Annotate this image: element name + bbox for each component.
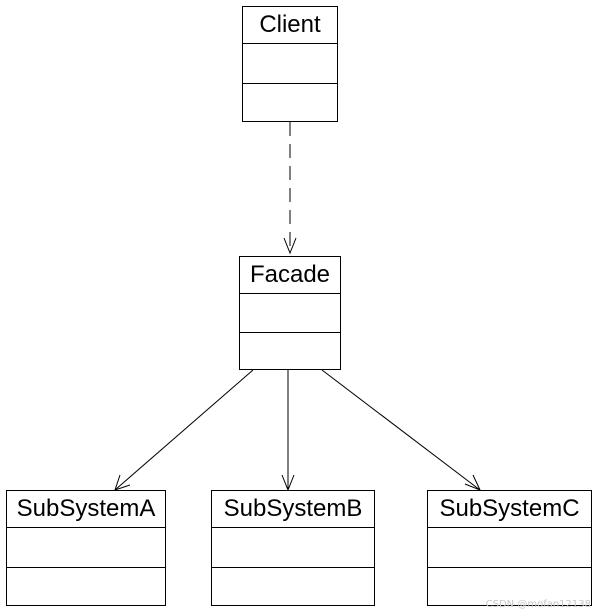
class-facade-attributes [240, 294, 340, 333]
class-subsystem-b-attributes [212, 528, 374, 568]
class-subsystem-a-name: SubSystemA [7, 491, 165, 528]
class-subsystem-b[interactable]: SubSystemB [211, 490, 375, 606]
class-subsystem-a-attributes [7, 528, 165, 568]
association-facade-subsystem-c [321, 369, 481, 491]
class-client[interactable]: Client [242, 6, 338, 122]
class-subsystem-b-name: SubSystemB [212, 491, 374, 528]
class-facade-operations [240, 333, 340, 369]
class-subsystem-a[interactable]: SubSystemA [6, 490, 166, 606]
watermark-text: CSDN @mofan12138 [485, 599, 591, 610]
class-subsystem-a-operations [7, 568, 165, 605]
class-client-attributes [243, 44, 337, 84]
class-client-operations [243, 84, 337, 121]
class-subsystem-b-operations [212, 568, 374, 605]
class-subsystem-c[interactable]: SubSystemC [427, 490, 592, 606]
class-client-name: Client [243, 7, 337, 44]
class-subsystem-c-name: SubSystemC [428, 491, 591, 528]
class-facade-name: Facade [240, 257, 340, 294]
association-facade-subsystem-a [114, 369, 254, 491]
class-facade[interactable]: Facade [239, 256, 341, 370]
dependency-arrowhead [283, 237, 297, 255]
class-subsystem-c-attributes [428, 528, 591, 568]
